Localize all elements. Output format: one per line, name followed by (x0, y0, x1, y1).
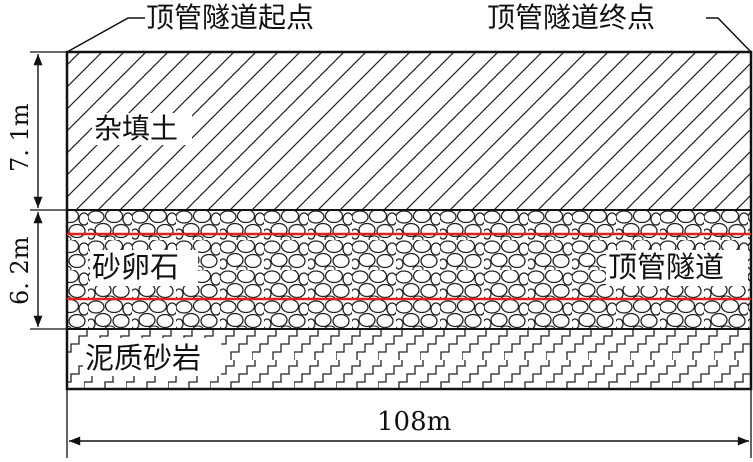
dim-label-gravel: 6. 2m (6, 236, 34, 305)
label-end: 顶管隧道终点 (487, 1, 655, 34)
leader-start (66, 17, 145, 53)
label-tunnel: 顶管隧道 (608, 250, 724, 284)
label-gravel: 砂卵石 (92, 250, 179, 284)
label-fill-soil: 杂填土 (94, 112, 178, 145)
label-start: 顶管隧道起点 (146, 1, 314, 34)
leader-end (706, 17, 752, 53)
dim-label-length: 108m (377, 407, 451, 437)
label-silty-sandstone: 泥质砂岩 (85, 341, 201, 375)
section-outline (65, 50, 753, 391)
dim-label-fill: 7. 1m (6, 103, 34, 172)
